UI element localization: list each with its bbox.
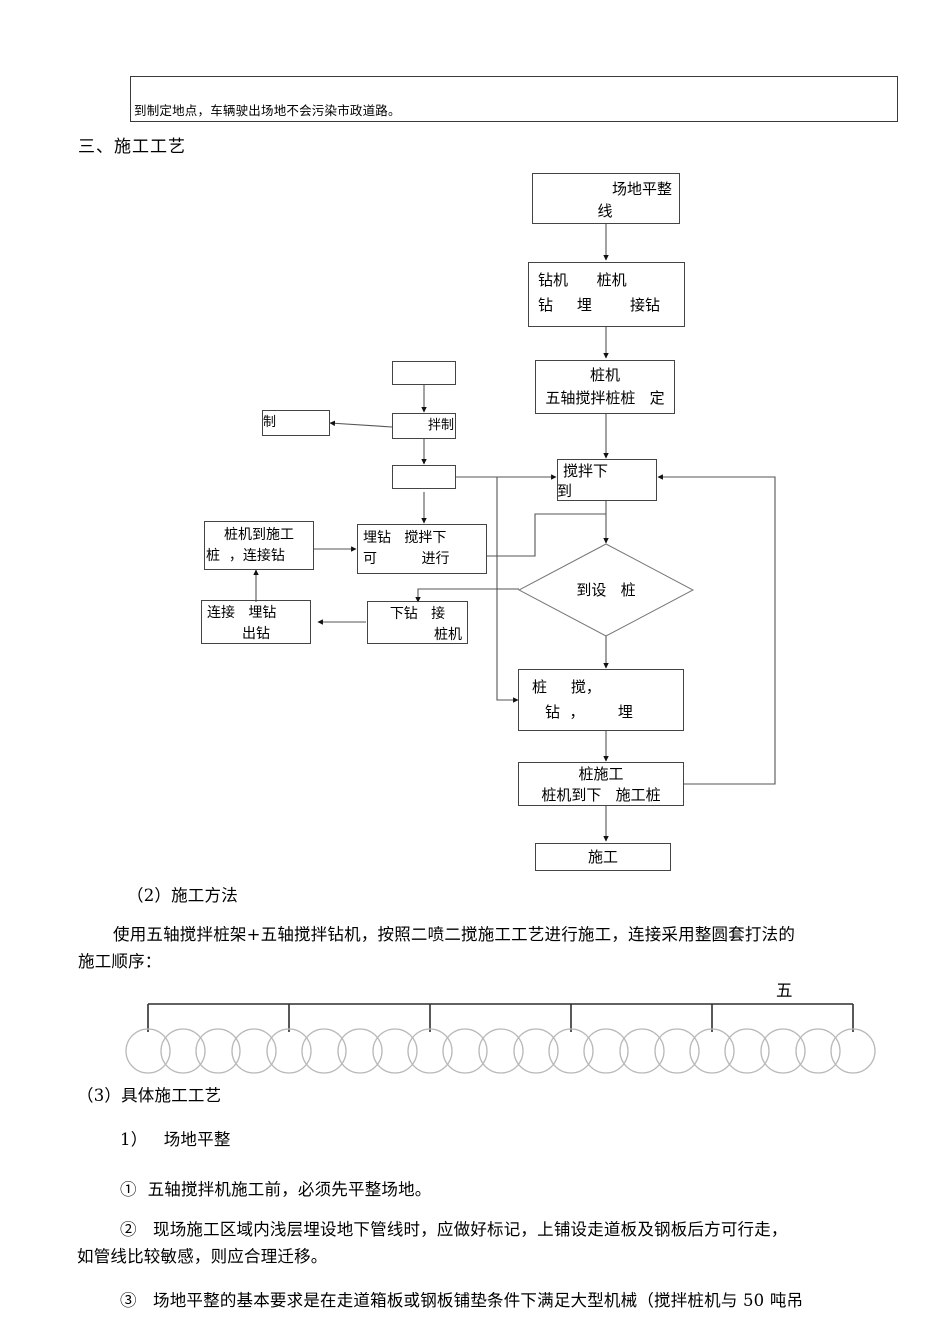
pile-layout-diagram: 五 xyxy=(80,975,880,1085)
flow-node-bury-drill-mix-down xyxy=(357,524,487,574)
paragraph-detail-title: （3）具体施工工艺 xyxy=(77,1086,222,1105)
flow-node-mixing-prepare xyxy=(392,413,456,439)
page-title: 三、施工工艺 xyxy=(78,137,186,157)
header-table-text: 到制定地点，车辆驶出场地不会污染市政道路。 xyxy=(134,103,401,118)
paragraph-item-c2-l1: ② 现场施工区域内浅层埋设地下管线时，应做好标记，上铺设走道板及钢板后方可行走， xyxy=(120,1220,788,1239)
paragraph-method-title: （2）施工方法 xyxy=(127,886,238,905)
paragraph-item-c2-l2: 如管线比较敏感，则应合理迁移。 xyxy=(77,1247,328,1266)
flow-node-empty-lower xyxy=(392,465,456,489)
paragraph-item-1: 1） 场地平整 xyxy=(120,1130,231,1149)
flow-node-prepare-left xyxy=(262,410,330,436)
flow-node-pile-machine-to-site xyxy=(204,521,314,570)
flow-node-rig-pile-machine xyxy=(528,262,685,327)
flow-node-down-drill-connect xyxy=(367,601,468,644)
pile-bracket-label: 五 xyxy=(776,981,793,1000)
flow-node-site-leveling xyxy=(532,173,680,224)
flow-node-five-axis-pile-set xyxy=(535,360,675,414)
flow-node-connect-bury-out xyxy=(201,600,311,644)
flow-node-empty-upper xyxy=(392,361,456,385)
paragraph-item-c3: ③ 场地平整的基本要求是在走道箱板或钢板铺垫条件下满足大型机械（搅拌桩机与 50… xyxy=(120,1291,804,1310)
flow-node-pile-construction xyxy=(518,762,684,806)
flow-node-construction-end xyxy=(535,843,671,871)
paragraph-method-line1: 使用五轴搅拌桩架+五轴搅拌钻机，按照二喷二搅施工工艺进行施工，连接采用整圆套打法… xyxy=(113,925,796,944)
flow-node-pile-mix-drill-bury xyxy=(518,669,684,731)
flow-node-mix-down-to xyxy=(557,459,657,501)
flow-node-reach-design-depth xyxy=(518,543,694,637)
paragraph-item-c1: ① 五轴搅拌机施工前，必须先平整场地。 xyxy=(120,1180,432,1199)
header-table: 到制定地点，车辆驶出场地不会污染市政道路。 xyxy=(130,76,898,122)
paragraph-method-line2: 施工顺序： xyxy=(78,952,162,971)
